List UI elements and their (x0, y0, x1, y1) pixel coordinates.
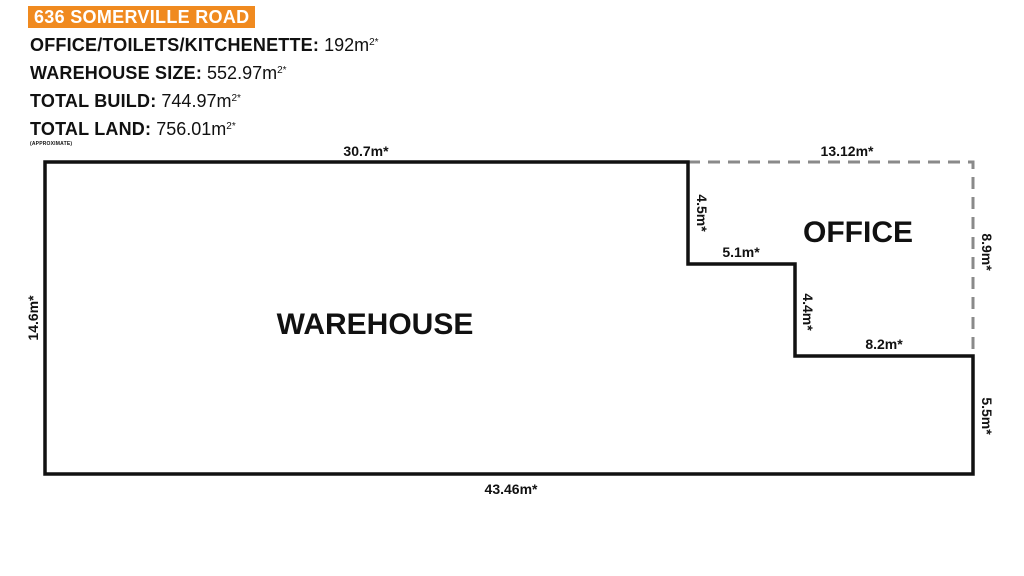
stat-office-label: OFFICE/TOILETS/KITCHENETTE: (30, 35, 320, 55)
stat-total-build: TOTAL BUILD: 744.97m2* (30, 90, 241, 112)
dim-top-right: 13.12m* (821, 143, 874, 159)
stat-office: OFFICE/TOILETS/KITCHENETTE: 192m2* (30, 34, 379, 56)
dim-bottom: 43.46m* (485, 481, 538, 497)
stat-total-build-label: TOTAL BUILD: (30, 91, 157, 111)
stat-total-land: TOTAL LAND: 756.01m2* (30, 118, 236, 140)
dim-top-left: 30.7m* (343, 143, 389, 159)
room-label-warehouse: WAREHOUSE (277, 308, 474, 341)
stat-office-value: 192m2* (324, 35, 379, 55)
stat-total-land-value: 756.01m2* (156, 119, 236, 139)
dim-right-lower: 5.5m* (979, 397, 995, 435)
dim-right-office: 8.9m* (979, 233, 995, 271)
stat-total-land-label: TOTAL LAND: (30, 119, 152, 139)
dim-step-vertical-2: 4.4m* (800, 293, 816, 331)
stat-total-build-value: 744.97m2* (161, 91, 241, 111)
office-dashed-boundary (688, 160, 975, 356)
dim-step-vertical-1: 4.5m* (694, 194, 710, 232)
stat-warehouse: WAREHOUSE SIZE: 552.97m2* (30, 62, 287, 84)
address-badge: 636 SOMERVILLE ROAD (28, 6, 256, 28)
stat-warehouse-value: 552.97m2* (207, 63, 287, 83)
dim-step-horizontal-1: 5.1m* (722, 244, 760, 260)
stat-warehouse-label: WAREHOUSE SIZE: (30, 63, 203, 83)
room-label-office: OFFICE (803, 216, 913, 249)
approximate-note: (APPROXIMATE) (30, 141, 73, 147)
dim-step-horizontal-2: 8.2m* (865, 336, 903, 352)
dim-left: 14.6m* (25, 295, 41, 341)
building-outline (43, 160, 975, 476)
